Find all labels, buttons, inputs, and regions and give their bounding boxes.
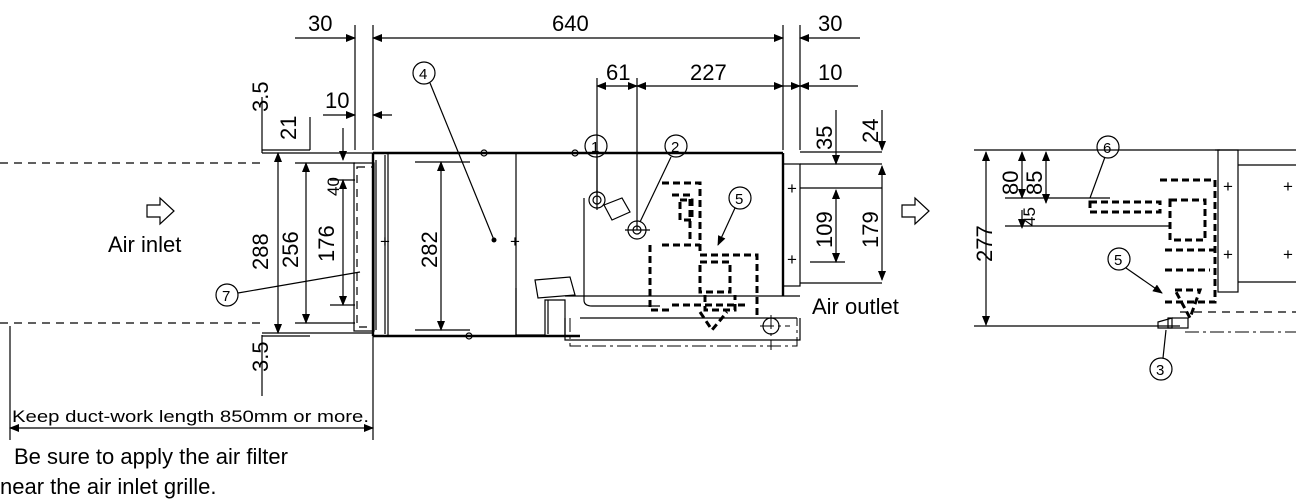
dim-40: 40: [324, 177, 343, 196]
dim-30-right: 30: [818, 11, 842, 36]
callout-1-number: 1: [591, 139, 599, 156]
screw-mark: +: [787, 179, 797, 198]
dim-30-left: 30: [308, 11, 332, 36]
callout-7-number: 7: [222, 288, 230, 305]
callout-5: 5: [717, 186, 752, 246]
dim-80: 80: [998, 171, 1023, 195]
callout-4-number: 4: [419, 66, 427, 83]
air-outlet-label: Air outlet: [812, 294, 899, 319]
dim-45: 45: [1020, 207, 1039, 226]
dim-176: 176: [314, 225, 339, 262]
callout-5-number: 5: [735, 191, 743, 208]
dim-85: 85: [1022, 171, 1047, 195]
air-inlet-arrow: [146, 196, 175, 226]
callout-5-side-number: 5: [1114, 252, 1122, 269]
air-outlet-arrow: [901, 196, 930, 226]
dim-10-left: 10: [325, 88, 349, 113]
callout-5-side: 5: [1107, 247, 1163, 294]
screw-mark: +: [787, 250, 797, 269]
callout-4: 4: [412, 61, 497, 243]
screw-mark: +: [1223, 245, 1233, 264]
dim-35: 35: [812, 126, 837, 150]
dim-61: 61: [606, 60, 630, 85]
filter-note-line1: Be sure to apply the air filter: [14, 444, 288, 469]
side-view: + + + + 277 80 85 45: [972, 149, 1296, 333]
right-dimensions: 35 24 109 179: [800, 110, 886, 284]
duct-length-note: Keep duct-work length 850mm or more.: [12, 407, 369, 426]
dim-179: 179: [858, 211, 883, 248]
dim-3.5-bottom: 3.5: [248, 341, 273, 372]
filter-note-line2: near the air inlet grille.: [0, 474, 216, 499]
dim-256: 256: [278, 231, 303, 268]
dim-3.5-top: 3.5: [248, 81, 273, 112]
callout-2-number: 2: [671, 139, 679, 156]
screw-mark: +: [1223, 177, 1233, 196]
top-dimensions: 30 640 30 61 227 10: [295, 11, 860, 230]
screw-mark: +: [510, 232, 520, 251]
callout-3-number: 3: [1156, 362, 1164, 379]
dim-227: 227: [690, 60, 727, 85]
callout-7: 7: [215, 271, 361, 307]
dim-282: 282: [417, 231, 442, 268]
dim-277: 277: [972, 225, 997, 262]
dim-288: 288: [248, 233, 273, 270]
callout-6-number: 6: [1103, 140, 1111, 157]
dim-24: 24: [858, 119, 883, 143]
screw-mark: +: [380, 232, 390, 251]
screw-mark: +: [1283, 177, 1293, 196]
dim-21: 21: [276, 116, 301, 140]
dim-640: 640: [552, 11, 589, 36]
callout-1: 1: [584, 134, 608, 192]
air-inlet-label: Air inlet: [108, 232, 181, 257]
callout-2: 2: [639, 134, 688, 223]
dim-10-right: 10: [818, 60, 842, 85]
callout-6: 6: [1089, 135, 1120, 199]
duct-length-dimension: [9, 326, 374, 440]
callout-3: 3: [1149, 329, 1173, 381]
left-dimensions: 3.5 21 10 40 288 256 176 3.5: [248, 81, 392, 396]
dim-109: 109: [812, 211, 837, 248]
unit-body: + + 282 + +: [353, 149, 801, 350]
screw-mark: +: [1283, 245, 1293, 264]
